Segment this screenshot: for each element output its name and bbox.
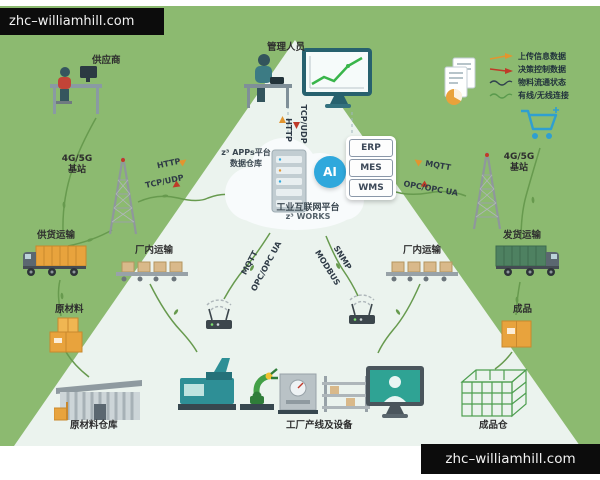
station-left-line2: 基站 xyxy=(67,164,86,175)
plant-conveyor-left-icon xyxy=(116,261,188,282)
triangle-zone xyxy=(14,40,580,446)
raw-warehouse-icon xyxy=(54,380,142,421)
factory-line-label: 工厂产线及设备 xyxy=(286,420,353,431)
platform-works-label: z³ WORKS xyxy=(285,212,331,221)
legend-line-upload-icon xyxy=(489,52,513,60)
base-station-tower-left xyxy=(108,157,138,235)
report-documents-icon xyxy=(444,57,476,105)
dispatch-truck-icon xyxy=(495,245,559,276)
finished-product-box-icon xyxy=(501,320,532,348)
factory-machines-icon xyxy=(178,358,370,414)
legend-line-control-icon xyxy=(489,67,513,74)
dashboard-monitor-icon xyxy=(302,48,372,108)
ai-badge: AI xyxy=(314,156,346,188)
module-wms: WMS xyxy=(349,179,393,197)
dispatch-transport-label: 发货运输 xyxy=(503,230,542,241)
hmi-monitor-icon xyxy=(366,366,424,418)
supplier-desk-icon xyxy=(50,66,102,114)
legend: 上传信息数据 决策控制数据 物料流通状态 有线/无线连接 xyxy=(489,50,569,102)
shopping-cart-icon xyxy=(521,107,559,139)
apps-platform-label-line1: z³ APPs平台 xyxy=(221,148,271,157)
raw-material-label: 原材料 xyxy=(55,304,84,315)
vine-links xyxy=(57,117,541,378)
data-arrows xyxy=(172,116,429,188)
plant-conveyor-right-icon xyxy=(386,261,458,282)
wifi-router-right-icon xyxy=(349,294,375,324)
raw-material-boxes-icon xyxy=(49,317,83,353)
leaf-decorations xyxy=(60,154,535,315)
software-modules-card: ERP MES WMS xyxy=(346,136,396,200)
station-right-line1: 4G/5G xyxy=(503,152,535,162)
base-station-tower-right xyxy=(472,152,502,230)
finished-product-label: 成品 xyxy=(513,304,533,315)
manager-label: 管理人员 xyxy=(267,42,306,53)
protocol-tcpudp-top: TCP/UDP xyxy=(299,104,308,144)
protocol-http-top: HTTP xyxy=(284,118,293,142)
supply-truck-icon xyxy=(23,245,87,276)
dashed-links xyxy=(287,106,353,144)
legend-row-connection: 有线/无线连接 xyxy=(489,89,569,102)
supplier-label: 供应商 xyxy=(92,55,121,66)
plant-transport-left-label: 厂内运输 xyxy=(135,245,174,256)
wifi-router-left-icon xyxy=(206,299,232,329)
supply-transport-label: 供货运输 xyxy=(37,230,76,241)
server-rack-icon xyxy=(271,149,307,213)
module-mes: MES xyxy=(349,159,393,177)
module-erp: ERP xyxy=(349,139,393,157)
finished-warehouse-label: 成品仓 xyxy=(479,420,508,431)
finished-warehouse-icon xyxy=(460,368,528,418)
raw-warehouse-label: 原材料仓库 xyxy=(70,420,118,431)
platform-name-label: 工业互联网平台 xyxy=(276,203,340,213)
watermark-top-left: zhc–williamhill.com xyxy=(0,8,164,35)
station-left-line1: 4G/5G xyxy=(61,154,93,164)
station-right-line2: 基站 xyxy=(509,162,528,173)
manager-desk-icon xyxy=(244,54,292,108)
legend-row-upload: 上传信息数据 xyxy=(489,50,569,63)
apps-platform-label-line2: 数据仓库 xyxy=(230,159,262,168)
watermark-bottom-right: zhc–williamhill.com xyxy=(421,444,600,474)
legend-row-material: 物料流通状态 xyxy=(489,76,569,89)
legend-row-control: 决策控制数据 xyxy=(489,63,569,76)
plant-transport-right-label: 厂内运输 xyxy=(403,245,442,256)
legend-line-connection-icon xyxy=(489,92,513,99)
legend-line-material-icon xyxy=(489,79,513,86)
